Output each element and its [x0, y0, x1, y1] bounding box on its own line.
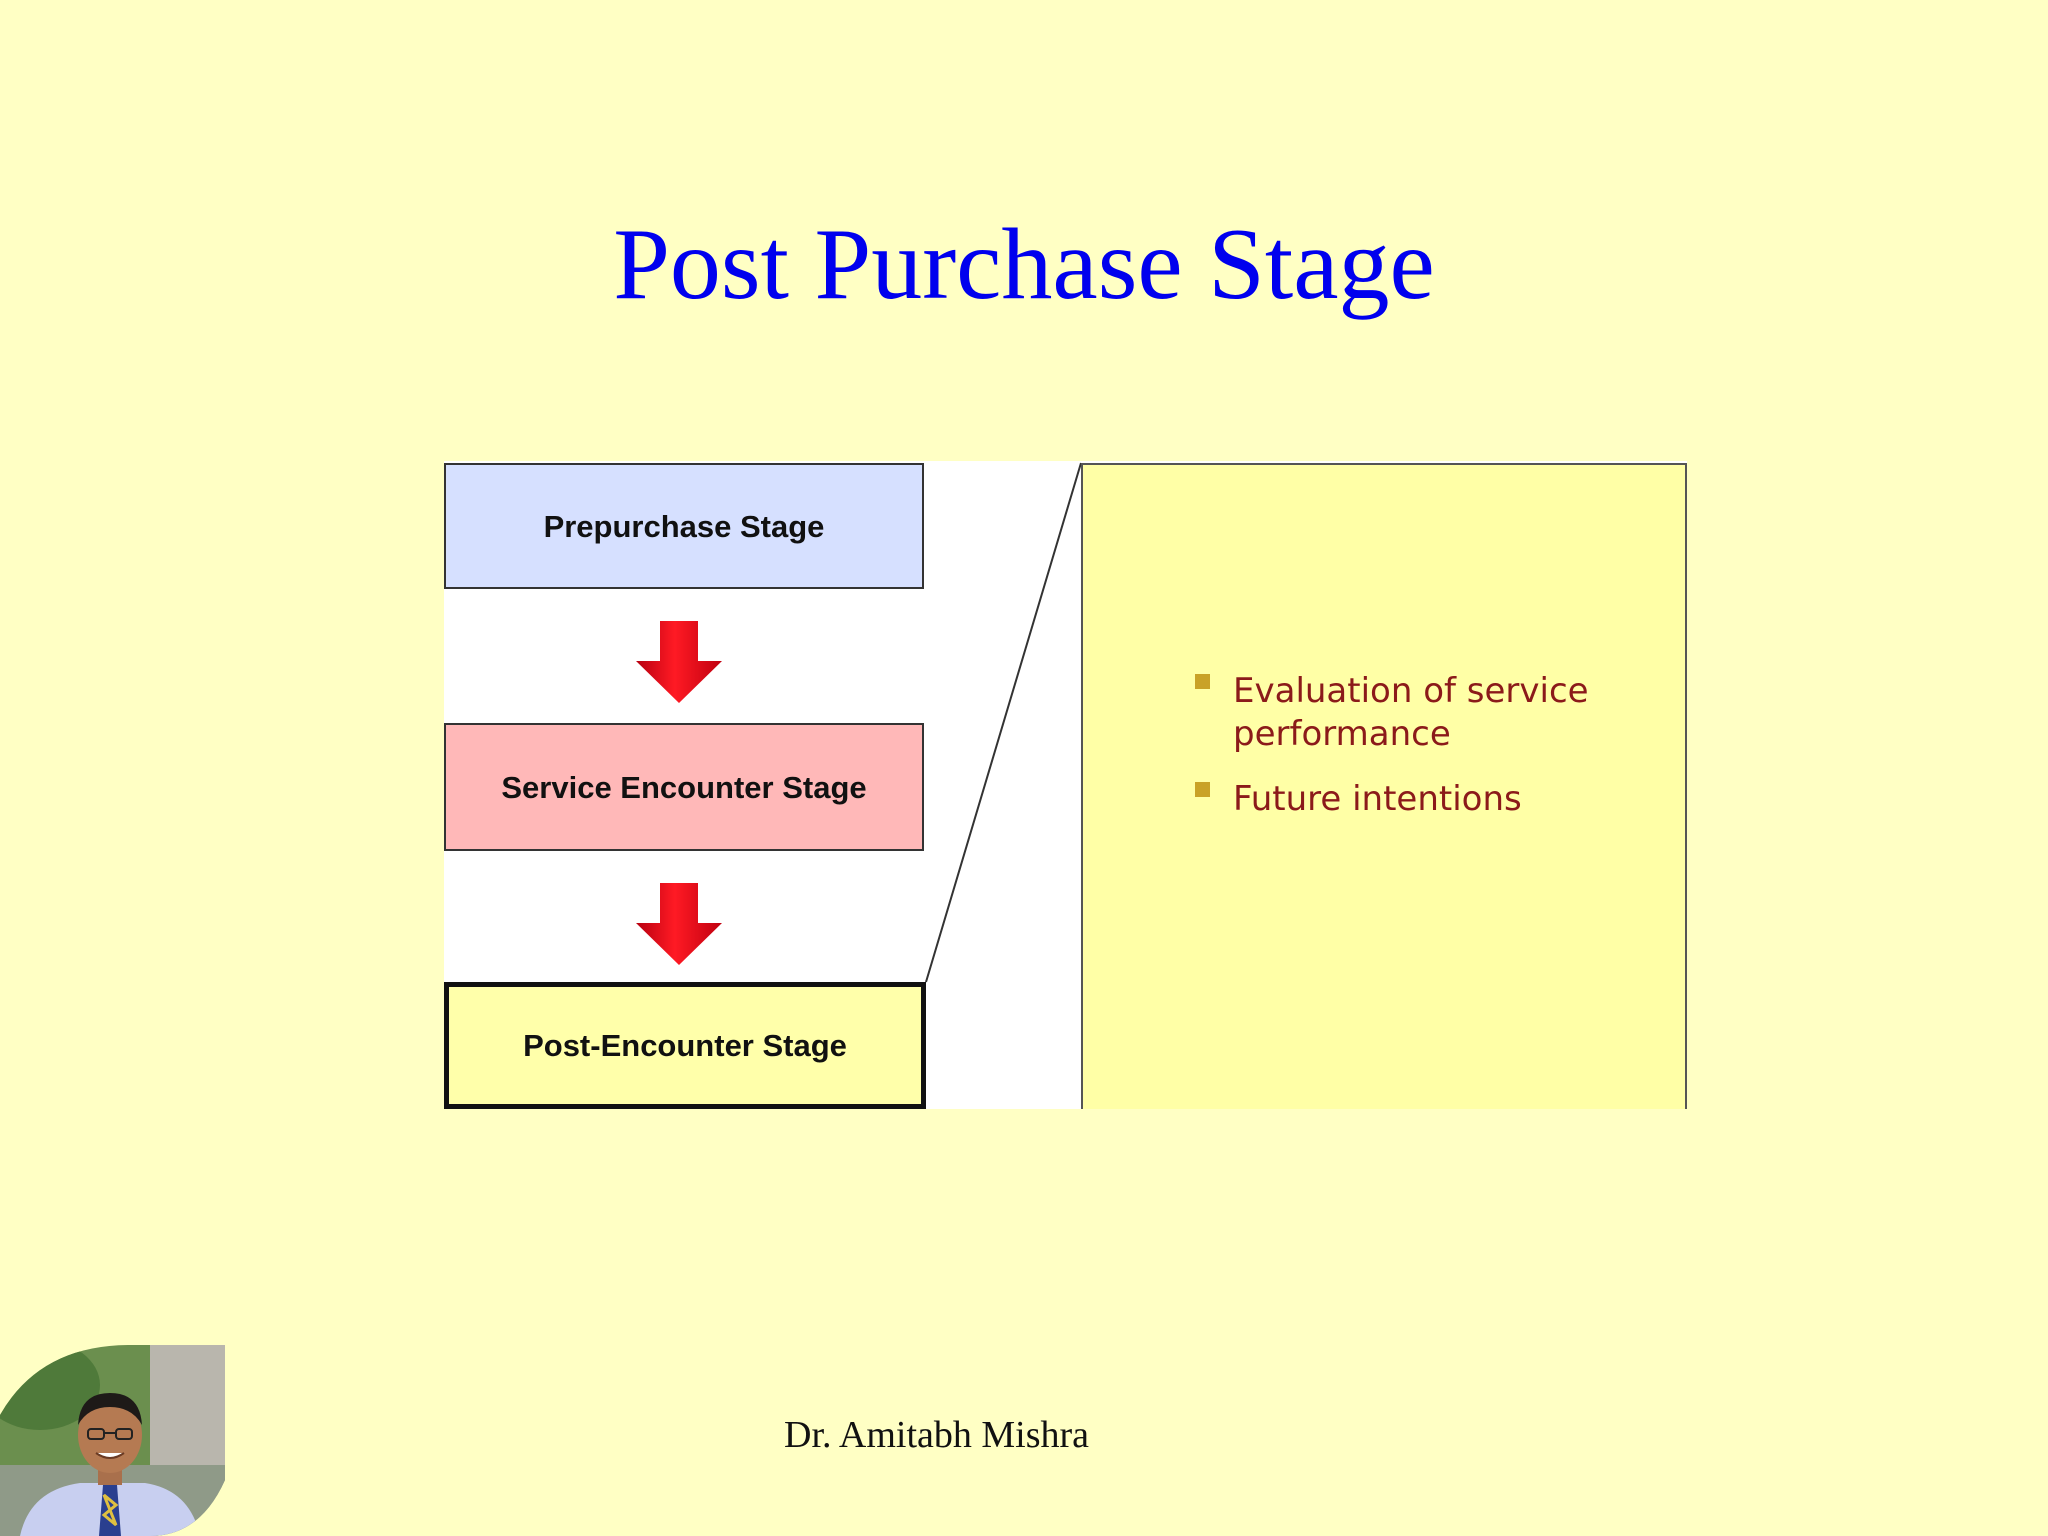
author-name: Dr. Amitabh Mishra [784, 1414, 1090, 1456]
list-item: Future intentions [1195, 778, 1665, 821]
zoom-connector-line [925, 462, 1082, 983]
stage-post-encounter: Post-Encounter Stage [444, 982, 926, 1109]
post-encounter-detail-panel: Evaluation of service performance Future… [1081, 463, 1687, 1109]
bullet-text: Future intentions [1233, 779, 1522, 819]
service-stages-diagram: Prepurchase Stage Service Encounter Stag… [444, 461, 1687, 1109]
stage-prepurchase: Prepurchase Stage [444, 463, 924, 589]
detail-bullet-list: Evaluation of service performance Future… [1195, 670, 1665, 843]
square-bullet-icon [1195, 674, 1210, 689]
down-arrow-icon [636, 883, 722, 965]
slide-title: Post Purchase Stage [613, 208, 1435, 321]
stage-service-encounter: Service Encounter Stage [444, 723, 924, 851]
down-arrow-icon [636, 621, 722, 703]
presenter-photo [0, 1345, 225, 1536]
list-item: Evaluation of service performance [1195, 670, 1665, 756]
square-bullet-icon [1195, 782, 1210, 797]
bullet-text: Evaluation of service performance [1233, 671, 1589, 754]
